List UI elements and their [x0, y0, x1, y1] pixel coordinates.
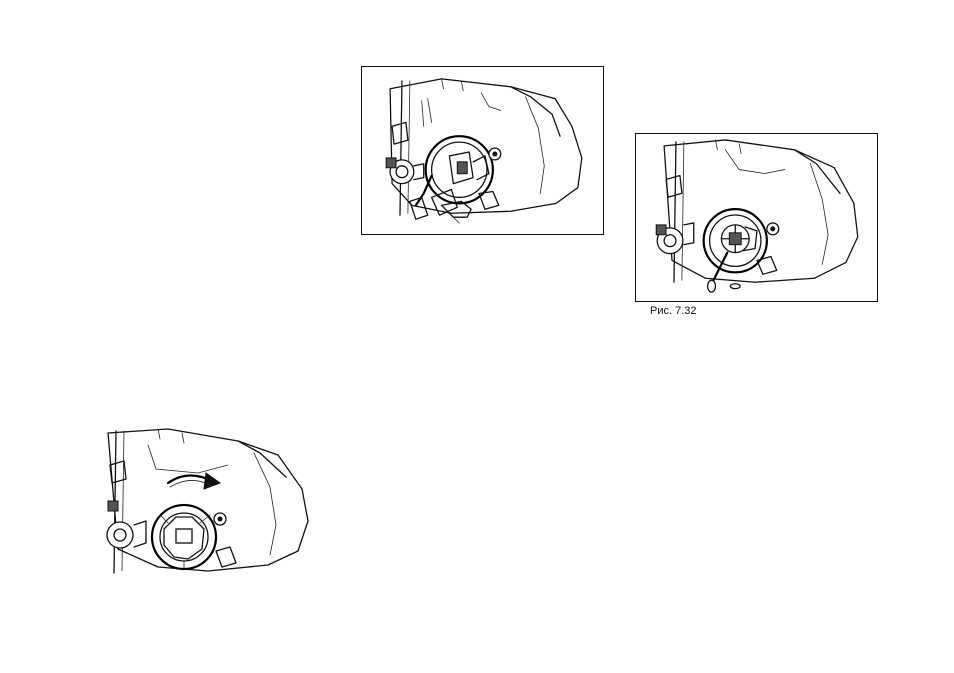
figure-headlamp-bulb-removal: [361, 66, 604, 235]
figure-caption: Рис. 7.32: [650, 305, 697, 317]
headlamp-bulb-removal-illustration: [362, 67, 603, 234]
headlamp-bulb-socket-illustration: [636, 134, 877, 301]
figure-headlamp-bulb-socket: [635, 133, 878, 302]
headlamp-cover-rotation-illustration: [98, 425, 313, 577]
figure-headlamp-cover-rotation: [98, 425, 313, 577]
